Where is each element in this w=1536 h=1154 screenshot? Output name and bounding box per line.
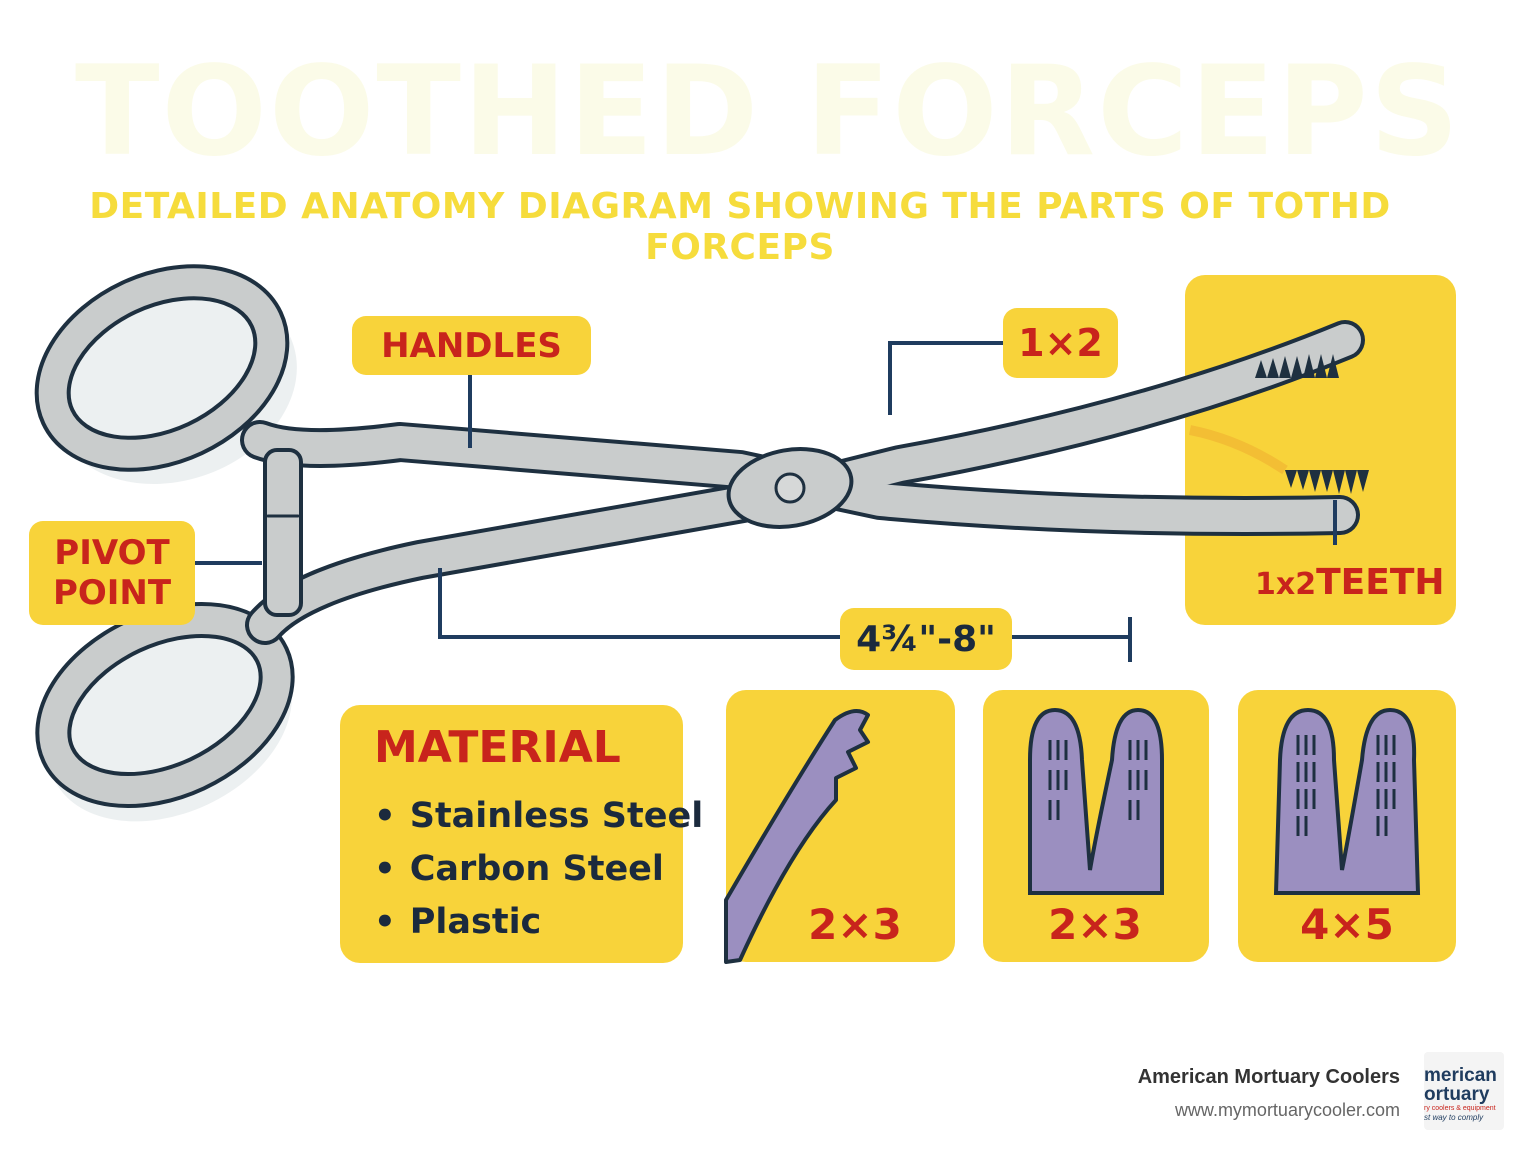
tip-label-3: 4×5 [1300, 900, 1394, 949]
lower-finger-ring [35, 601, 295, 809]
tip-panel-1 [726, 690, 955, 962]
tip-front-view-4x5-icon [1273, 707, 1421, 895]
tip-side-view-icon [724, 709, 870, 964]
jaw-teeth [1255, 354, 1369, 494]
material-list: Stainless Steel Carbon Steel Plastic [374, 790, 703, 949]
pivot-point-label: PIVOT POINT [29, 521, 195, 625]
material-title: MATERIAL [374, 722, 621, 773]
tooth-count-label: 1×2 [1003, 308, 1118, 378]
handles-shape [240, 320, 1365, 645]
upper-finger-ring [34, 264, 290, 472]
pivot-label-line2: POINT [52, 573, 172, 613]
logo-line2: ortuary [1424, 1084, 1490, 1105]
teeth-label-prefix: 1x2 [1255, 567, 1317, 602]
handles-label: HANDLES [352, 316, 591, 375]
brand-url: www.mymortuarycooler.com [1174, 1100, 1400, 1120]
page-title: TOOTHED FORCEPS [74, 40, 1462, 184]
length-label: 4¾"-8" [840, 608, 1012, 670]
company-logo: merican ortuary ry coolers & equipment s… [1424, 1052, 1504, 1130]
logo-line4: st way to comply [1424, 1113, 1484, 1122]
logo-line3: ry coolers & equipment [1424, 1105, 1496, 1112]
material-item: Carbon Steel [374, 843, 703, 896]
teeth-label: 1x2TEETH [1255, 562, 1450, 606]
pivot-screw-icon [774, 472, 806, 504]
page-subtitle: DETAILED ANATOMY DIAGRAM SHOWING THE PAR… [89, 186, 1391, 268]
tip-front-view-2x3-icon [1028, 707, 1164, 895]
material-item: Plastic [374, 896, 703, 949]
tip-label-2: 2×3 [1048, 900, 1142, 949]
logo-line1: merican [1424, 1065, 1497, 1086]
leader-lines [195, 341, 1337, 662]
brand-name: American Mortuary Coolers [1137, 1066, 1400, 1088]
material-item: Stainless Steel [374, 790, 703, 843]
pivot-label-line1: PIVOT [54, 533, 170, 573]
tip-label-1: 2×3 [808, 900, 902, 949]
teeth-label-word: TEETH [1316, 562, 1445, 603]
